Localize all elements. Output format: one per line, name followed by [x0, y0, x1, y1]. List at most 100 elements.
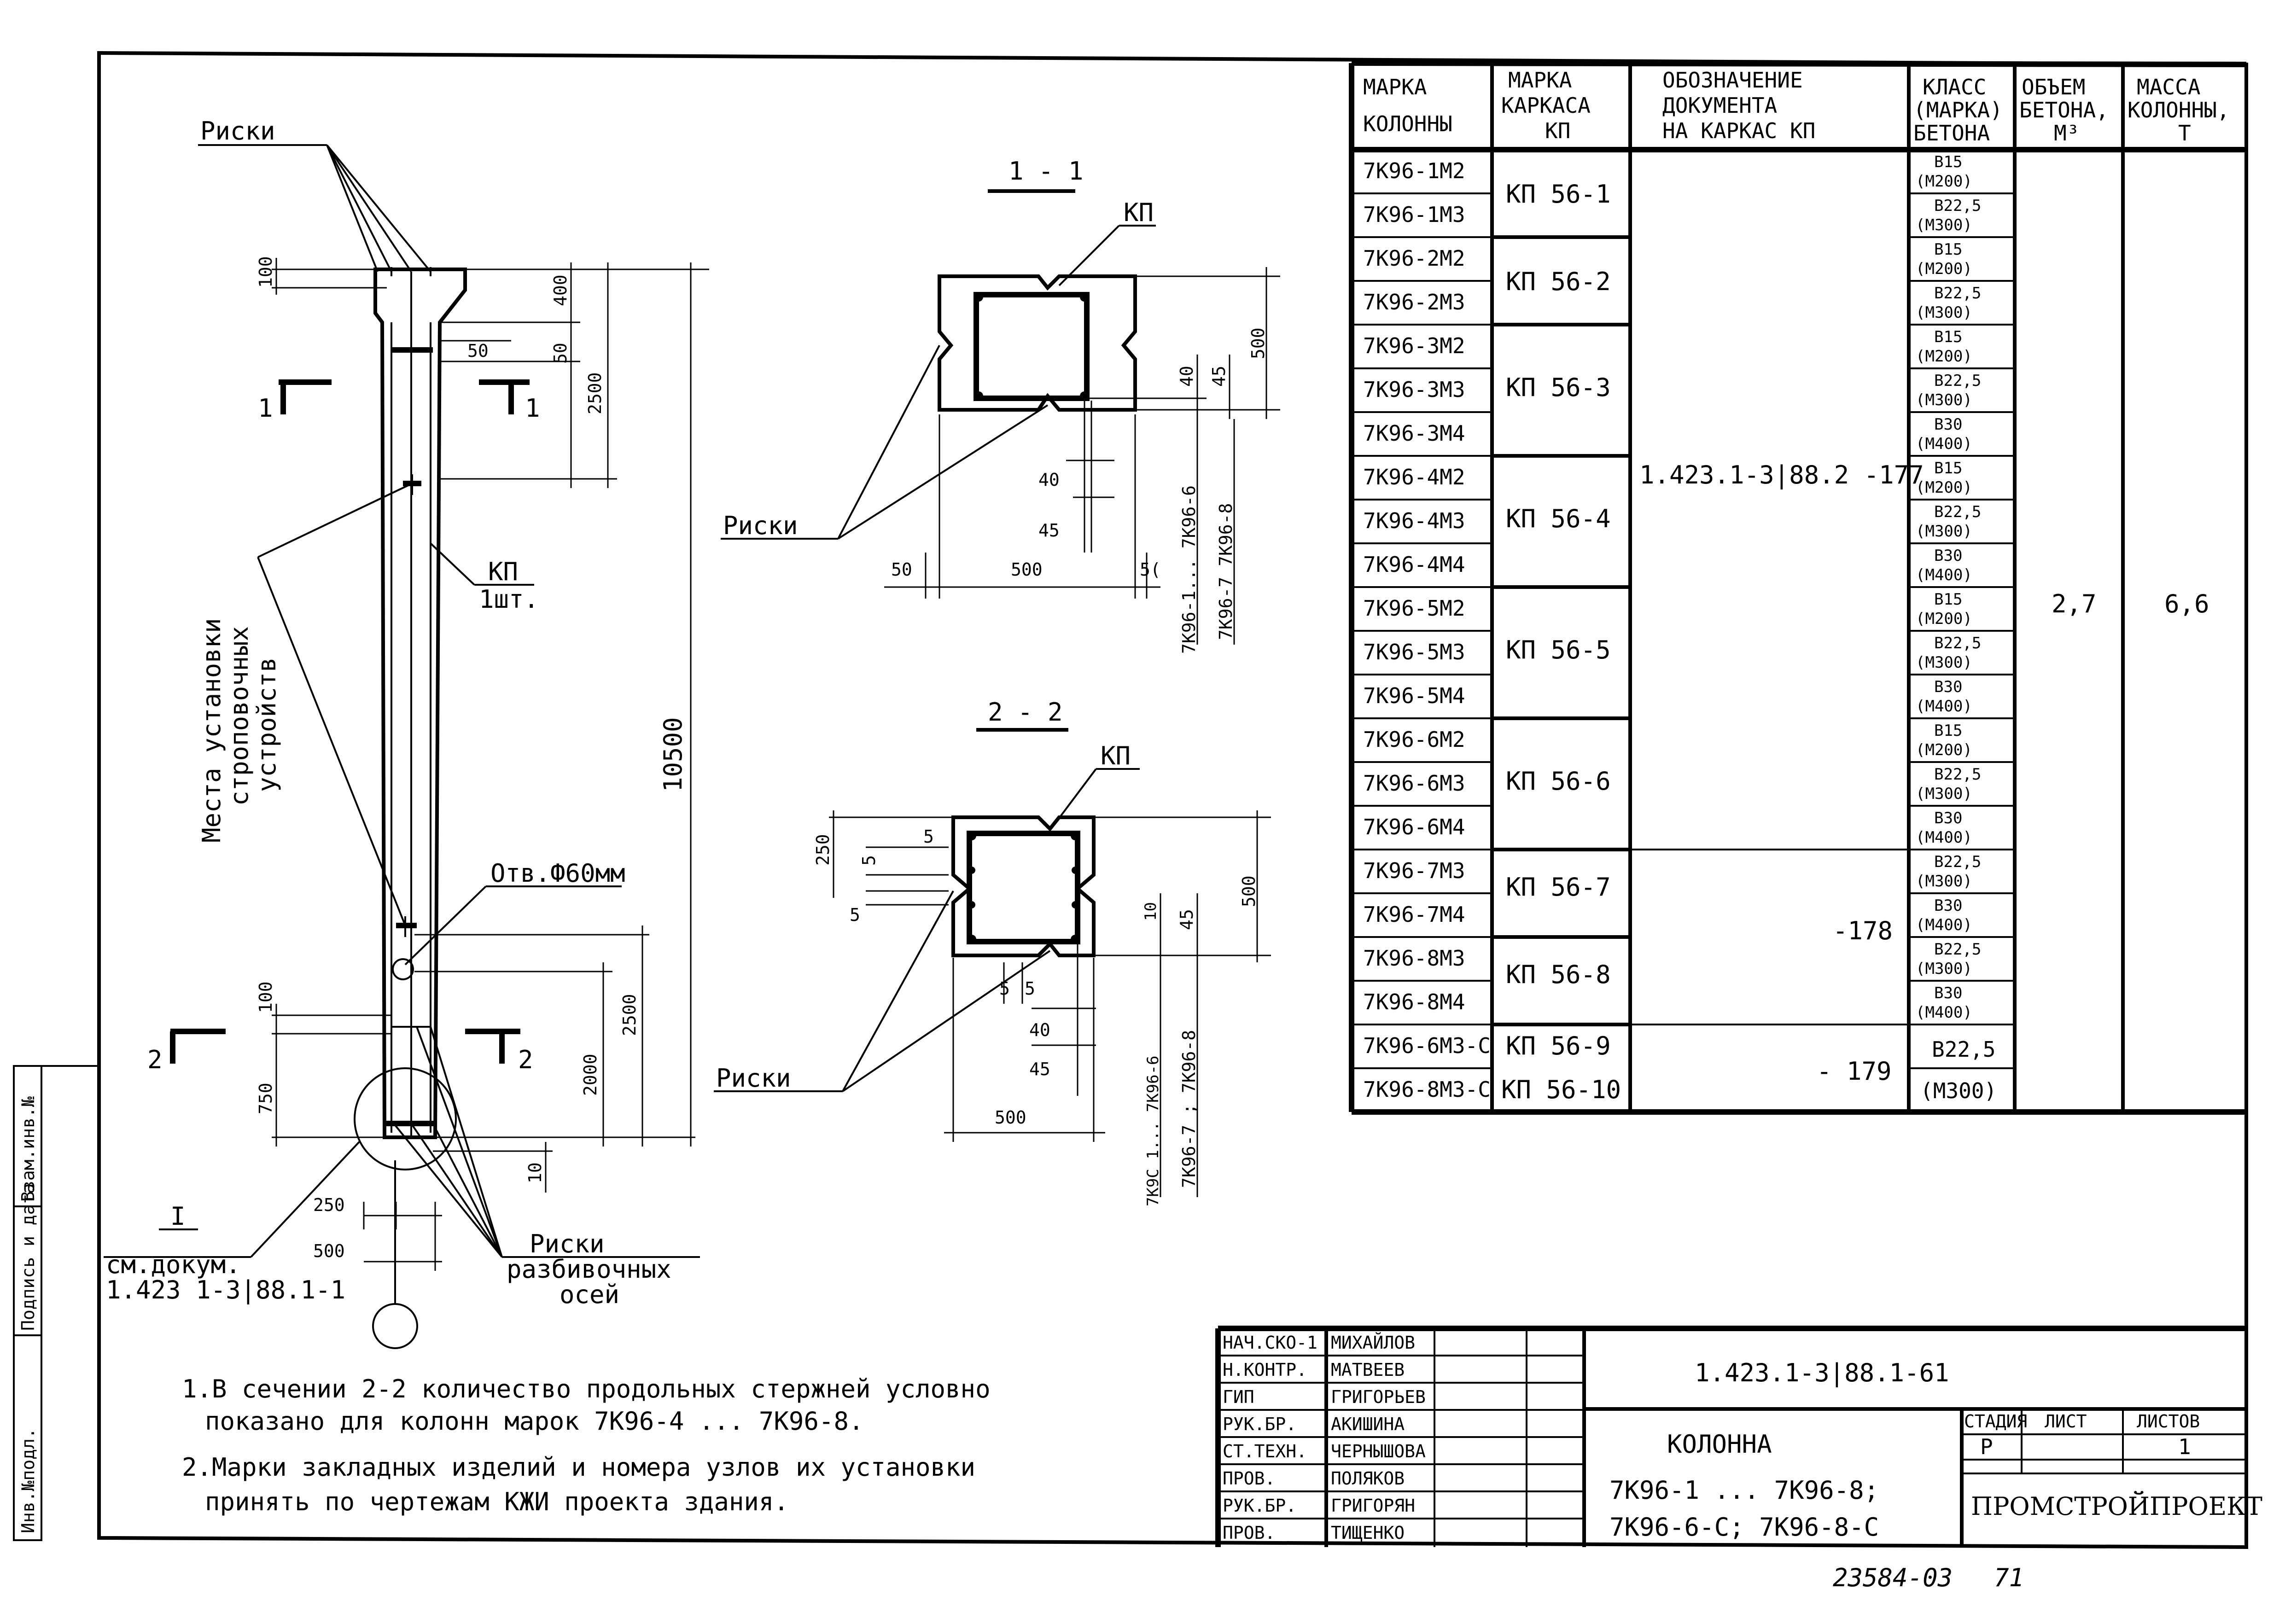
sc-class: В22,5: [1932, 1037, 1995, 1062]
row-class: В30: [1934, 415, 1962, 434]
svg-text:5: 5: [859, 855, 879, 866]
svg-text:осей: осей: [560, 1280, 619, 1309]
svg-text:50: 50: [467, 341, 489, 361]
signature-name: МИХАЙЛОВ: [1331, 1333, 1415, 1353]
svg-text:100: 100: [256, 256, 276, 288]
svg-text:(МАРКА): (МАРКА): [1913, 98, 2003, 122]
footer-sheet: 71: [1994, 1563, 2024, 1592]
row-grade: (М300): [1916, 653, 1972, 672]
svg-text:КП: КП: [1545, 118, 1570, 143]
row-grade: (М400): [1916, 1003, 1972, 1022]
section-2-riski-label: Риски: [716, 1064, 791, 1093]
row-mark: 7К96-7М3: [1363, 858, 1465, 883]
svg-text:10500: 10500: [659, 717, 688, 792]
lift-label-1: Места установки: [197, 618, 226, 843]
signature-role: РУК.БР.: [1223, 1414, 1296, 1434]
row-class: В22,5: [1934, 765, 1981, 784]
row-class: В22,5: [1934, 372, 1981, 390]
section-1-1: 1 - 1 КП Риски 500 40 45 40 45: [721, 157, 1280, 654]
stage-value: Р: [1980, 1434, 1993, 1459]
note-1-line-2: показано для колонн марок 7К96-4 ... 7К9…: [205, 1407, 863, 1436]
row-grade: (М300): [1916, 303, 1972, 322]
note-2-line-2: принять по чертежам КЖИ проекта здания.: [205, 1487, 789, 1516]
svg-text:250: 250: [813, 834, 833, 866]
svg-text:МАРКА: МАРКА: [1508, 68, 1572, 93]
signature-name: ЧЕРНЫШОВА: [1331, 1441, 1426, 1461]
svg-text:40: 40: [1038, 470, 1060, 490]
notes: 1.В сечении 2-2 количество продольных ст…: [182, 1374, 991, 1516]
row-grade: (М400): [1916, 566, 1972, 584]
frame-kp56-7: КП 56-7: [1506, 873, 1611, 902]
section-2-title: 2 - 2: [988, 698, 1063, 727]
section-2-kp-label: КП: [1101, 741, 1131, 770]
row-mark: 7К96-2М2: [1363, 246, 1465, 271]
frame-kp56-5: КП 56-5: [1506, 635, 1611, 664]
svg-text:2000: 2000: [580, 1054, 600, 1096]
row-grade: (М200): [1916, 741, 1972, 759]
sheet-title: КОЛОННА: [1667, 1430, 1772, 1459]
ref-label-2: 1.423 1-3|88.1-1: [106, 1275, 345, 1304]
sheet-subtitle-2: 7К96-6-С; 7К96-8-С: [1609, 1513, 1879, 1542]
ref-mark: I: [170, 1202, 186, 1231]
mass-value: 6,6: [2164, 589, 2209, 618]
row-mark: 7К96-4М4: [1363, 552, 1465, 577]
row-mark: 7К96-4М2: [1363, 465, 1465, 489]
svg-text:50: 50: [550, 343, 571, 364]
row-class: В30: [1934, 547, 1962, 565]
doc-178: -178: [1833, 916, 1893, 945]
row-mark: 7К96-5М3: [1363, 640, 1465, 664]
svg-text:МАССА: МАССА: [2137, 75, 2200, 99]
side-stamp-inv-podl: Инв.№подл.: [18, 1428, 38, 1533]
row-grade: (М400): [1916, 435, 1972, 453]
svg-text:2500: 2500: [585, 372, 605, 414]
frame-kp56-8: КП 56-8: [1506, 960, 1611, 989]
row-mark: 7К96-7М4: [1363, 902, 1465, 927]
section-2-2: 2 - 2 КП Риски 250 5 5 5: [714, 698, 1271, 1206]
row-class: В15: [1934, 722, 1962, 740]
svg-text:45: 45: [1029, 1059, 1050, 1079]
svg-text:500: 500: [995, 1107, 1026, 1128]
row-class: В22,5: [1934, 853, 1981, 871]
svg-text:БЕТОНА: БЕТОНА: [1913, 121, 1990, 146]
row-mark: 7К96-8М4: [1363, 990, 1465, 1014]
note-2-line-1: 2.Марки закладных изделий и номера узлов…: [182, 1453, 975, 1482]
lift-label-3: устройств: [252, 657, 281, 792]
svg-text:100: 100: [256, 981, 276, 1013]
signature-role: СТ.ТЕХН.: [1223, 1441, 1307, 1461]
footer-number: 23584-03: [1833, 1563, 1953, 1592]
svg-text:5: 5: [999, 978, 1010, 999]
svg-text:2: 2: [518, 1045, 533, 1074]
row-mark: 7К96-5М2: [1363, 596, 1465, 621]
volume-value: 2,7: [2052, 589, 2097, 618]
signature-role: ГИП: [1223, 1387, 1254, 1407]
kp-qty: 1шт.: [479, 585, 539, 614]
section-1-mark-a: 7К96-1... 7К96-6: [1179, 485, 1199, 654]
row-grade: (М300): [1916, 960, 1972, 978]
signature-name: АКИШИНА: [1331, 1414, 1405, 1434]
section-mark-2-left: 2: [147, 1029, 226, 1074]
column-elevation: Риски 1 1 2 2 Места установки: [104, 116, 709, 1349]
svg-text:10: 10: [1142, 902, 1160, 921]
sheets-label: ЛИСТОВ: [2137, 1411, 2200, 1432]
row-grade: (М400): [1916, 828, 1972, 847]
signature-role: ПРОВ.: [1223, 1523, 1275, 1543]
sheet-subtitle-1: 7К96-1 ... 7К96-8;: [1609, 1476, 1879, 1505]
svg-text:5: 5: [923, 827, 934, 847]
row-class: В30: [1934, 809, 1962, 827]
sheet-label: ЛИСТ: [2045, 1411, 2087, 1432]
svg-text:40: 40: [1177, 366, 1197, 387]
frame-kp56-3: КП 56-3: [1506, 373, 1611, 402]
riski-top-label: Риски: [200, 116, 275, 146]
svg-text:5: 5: [850, 905, 860, 925]
svg-text:2: 2: [147, 1045, 163, 1074]
row-class: В30: [1934, 896, 1962, 915]
svg-text:500: 500: [1248, 327, 1268, 359]
hole-label: Отв.Ф60мм: [490, 859, 625, 888]
section-1-riski-label: Риски: [723, 511, 798, 540]
row-mark: 7К96-6М3-С: [1363, 1033, 1491, 1058]
section-1-mark-b: 7К96-7 7К96-8: [1216, 503, 1236, 640]
section-2-mark-a: 7К9С 1... 7К96-6: [1144, 1055, 1162, 1206]
signature-name: МАТВЕЕВ: [1331, 1360, 1405, 1380]
row-mark: 7К96-6М2: [1363, 727, 1465, 752]
